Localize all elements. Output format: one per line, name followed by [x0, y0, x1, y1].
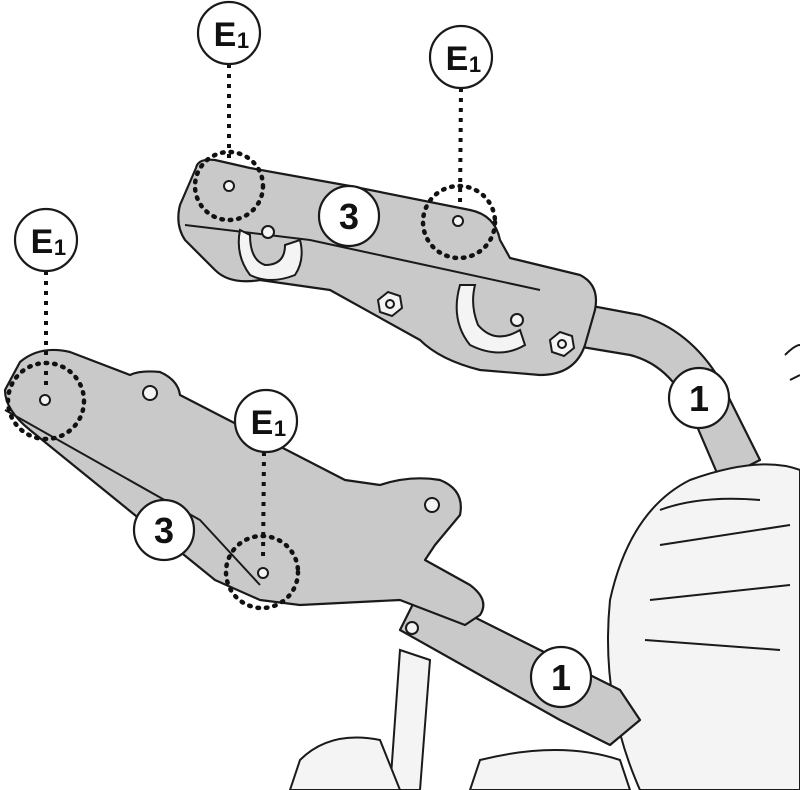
hole: [405, 621, 419, 635]
rack-body: [607, 463, 800, 790]
fastener-position-marker: [420, 183, 498, 261]
fastener-position-marker: [223, 533, 301, 611]
svg-text:E: E: [31, 223, 54, 261]
svg-text:3: 3: [339, 196, 359, 237]
callout-part-1: 1: [667, 366, 731, 430]
svg-text:1: 1: [689, 378, 709, 419]
callout-part-3: 3: [132, 498, 196, 562]
upper-slot-left: [237, 228, 303, 281]
svg-text:3: 3: [154, 510, 174, 551]
rack-edge: [784, 344, 800, 381]
hole: [510, 313, 524, 327]
hole: [261, 225, 275, 239]
upper-plate-edge: [184, 224, 541, 291]
lower-structure: [388, 648, 432, 790]
hole: [223, 180, 235, 192]
fastener-position-marker: [192, 149, 266, 223]
nut-icon: [376, 290, 404, 318]
hole: [142, 385, 158, 401]
nut-icon: [548, 330, 576, 358]
svg-text:E: E: [251, 404, 274, 442]
upper-plate: [177, 158, 598, 377]
hole: [39, 394, 51, 406]
lower-plate-edge: [4, 409, 261, 586]
frame-tube-lower: [398, 588, 642, 747]
callout-part-3: 3: [317, 184, 381, 248]
leader-line: [261, 451, 266, 561]
svg-text:E: E: [446, 40, 469, 78]
hole: [452, 215, 464, 227]
svg-text:1: 1: [274, 416, 286, 441]
svg-text:1: 1: [54, 235, 66, 260]
hole: [257, 567, 269, 579]
lower-left-structure: [288, 736, 402, 790]
callout-part-1: 1: [529, 645, 593, 709]
upper-slot-right: [455, 284, 527, 354]
svg-text:1: 1: [237, 28, 249, 53]
svg-text:E: E: [214, 16, 237, 54]
hole: [424, 497, 440, 513]
bottom-right-structure: [468, 749, 632, 790]
lower-plate: [3, 348, 485, 627]
svg-text:1: 1: [469, 52, 481, 77]
rack-detail: [644, 497, 791, 651]
svg-text:1: 1: [551, 657, 571, 698]
